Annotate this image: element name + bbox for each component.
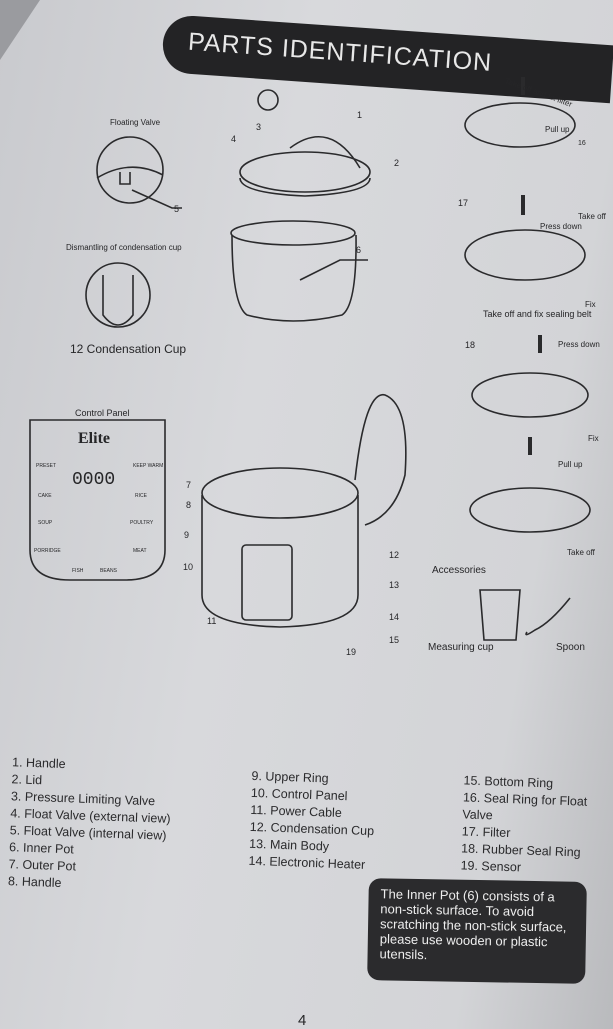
parts-list-col1: 1. Handle 2. Lid 3. Pressure Limiting Va…: [8, 754, 173, 896]
btn-fish: FISH: [72, 568, 84, 574]
callout-9: 9: [184, 530, 190, 540]
callout-5: 5: [174, 204, 180, 214]
inner-pot-note: The Inner Pot (6) consists of a non-stic…: [367, 878, 587, 984]
part-item: 16. Seal Ring for Float Valve: [462, 790, 588, 823]
callout-19: 19: [346, 647, 357, 657]
callout-3: 3: [256, 122, 262, 132]
label-pull-up-2: Pull up: [558, 460, 583, 469]
callout-10: 10: [183, 562, 194, 572]
label-accessories: Accessories: [432, 565, 486, 576]
btn-rice: RICE: [135, 493, 147, 499]
callout-17: 17: [458, 198, 469, 208]
label-control-panel: Control Panel: [75, 408, 130, 418]
cooker-body-drawing: [201, 467, 359, 519]
lid-drawing: [239, 151, 371, 193]
parts-list-col3: 15. Bottom Ring 16. Seal Ring for Float …: [460, 772, 613, 879]
label-fix-2: Fix: [588, 434, 599, 443]
callout-15: 15: [389, 635, 400, 645]
label-floating-valve: Floating Valve: [110, 118, 161, 127]
callout-7: 7: [186, 480, 192, 490]
callout-11: 11: [207, 616, 217, 626]
callout-14: 14: [389, 612, 400, 622]
callout-13: 13: [389, 580, 400, 590]
btn-preset: PRESET: [36, 463, 57, 469]
label-fix-1: Fix: [585, 300, 596, 309]
control-panel-drawing: [29, 419, 166, 581]
page-number: 4: [298, 1012, 307, 1029]
floating-valve-detail: [96, 136, 164, 204]
condensation-cup-detail: [85, 262, 151, 328]
label-take-off-2: Take off: [567, 548, 595, 557]
label-press-down-2: Press down: [558, 340, 600, 349]
btn-porridge: PORRIDGE: [34, 548, 61, 554]
btn-meat: MEAT: [133, 548, 147, 554]
label-condensation-cup: 12 Condensation Cup: [70, 342, 187, 356]
parts-list-col2: 9. Upper Ring 10. Control Panel 11. Powe…: [248, 768, 376, 874]
label-pull-up-1: Pull up: [545, 125, 570, 134]
pressure-valve-drawing: [257, 89, 279, 111]
panel-display: 0000: [72, 470, 116, 490]
callout-2: 2: [394, 158, 400, 168]
btn-beans: BEANS: [100, 568, 117, 574]
btn-poultry: POULTRY: [130, 520, 154, 526]
label-measuring-cup: Measuring cup: [428, 642, 494, 653]
callout-4: 4: [231, 134, 237, 144]
open-lid: [354, 394, 407, 526]
label-spoon: Spoon: [556, 642, 585, 653]
callout-6: 6: [356, 245, 362, 255]
callout-8: 8: [186, 500, 192, 510]
spoon-drawing: [525, 597, 571, 636]
label-dismantling: Dismantling of condensation cup: [66, 243, 182, 252]
callout-1: 1: [357, 110, 363, 120]
brand-logo: Elite: [78, 430, 110, 447]
btn-soup: SOUP: [38, 520, 53, 526]
callout-12: 12: [389, 550, 400, 560]
body-control-panel: [241, 544, 293, 621]
label-press-down-1: Press down: [540, 222, 582, 231]
inner-pot-drawing: [230, 220, 356, 246]
label-take-off-1: Take off: [578, 212, 606, 221]
measuring-cup-drawing: [479, 589, 521, 641]
callout-16: 16: [578, 140, 586, 147]
btn-cake: CAKE: [38, 493, 52, 499]
float-valve: [96, 166, 164, 185]
btn-keep-warm: KEEP WARM: [133, 463, 164, 469]
label-take-off-fix-sealing: Take off and fix sealing belt: [483, 309, 592, 319]
callout-18: 18: [465, 340, 476, 350]
